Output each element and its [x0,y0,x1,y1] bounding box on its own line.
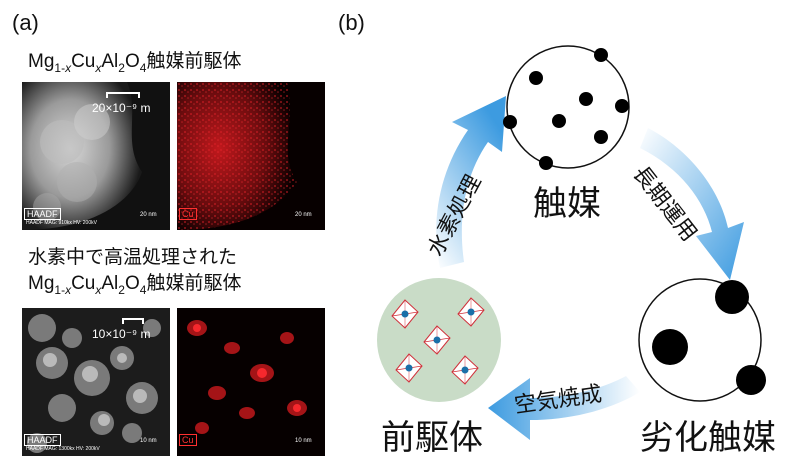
nm-label-top-left: 20 nm [140,212,157,218]
scale-bar-top [106,92,140,98]
bottom-cu-image: Cu 10 nm [177,308,325,456]
nm-label-bottom-left: 10 nm [140,438,157,444]
bottom-caption-line2: Mg1-xCuxAl2O4触媒前駆体 [28,273,242,297]
meta-text-bottom: HAADF MAG: 1300kx HV: 200kV [26,446,100,452]
scale-text-bottom: 10×10⁻⁹ m [92,327,151,341]
haadf-tag-top: HAADF [24,208,61,220]
stage-catalyst-label: 触媒 [533,184,601,224]
arrow-long-term [640,128,744,280]
top-cu-image: Cu 20 nm [177,82,325,230]
top-caption: Mg1-xCuxAl2O4触媒前駆体 [28,51,242,75]
degraded-catalyst-circle [638,278,766,402]
bottom-caption-line1: 水素中で高温処理された [28,247,238,268]
panel-b-label: (b) [338,10,365,35]
stage-precursor-label: 前駆体 [381,418,483,458]
catalyst-circle [503,45,630,170]
bottom-haadf-image: HAADF HAADF MAG: 1300kx HV: 200kV 10 nm [22,308,170,456]
nm-label-bottom-right: 10 nm [295,438,312,444]
octahedra [391,297,485,385]
precursor-circle [377,278,501,402]
stage-degraded-label: 劣化触媒 [640,418,776,458]
cu-tag-bottom: Cu [179,434,197,446]
top-haadf-image: HAADF HAADF MAG: 910kx HV: 200kV 20 nm [22,82,170,230]
meta-text-top: HAADF MAG: 910kx HV: 200kV [26,220,97,226]
scale-text-top: 20×10⁻⁹ m [92,101,151,115]
scale-bar-bottom [122,318,144,324]
panel-a-label: (a) [12,10,39,35]
arrow-hydrogen [436,96,506,268]
cu-tag-top: Cu [179,208,197,220]
arrow-calcination [488,376,640,440]
nm-label-top-right: 20 nm [295,212,312,218]
haadf-tag-bottom: HAADF [24,434,61,446]
